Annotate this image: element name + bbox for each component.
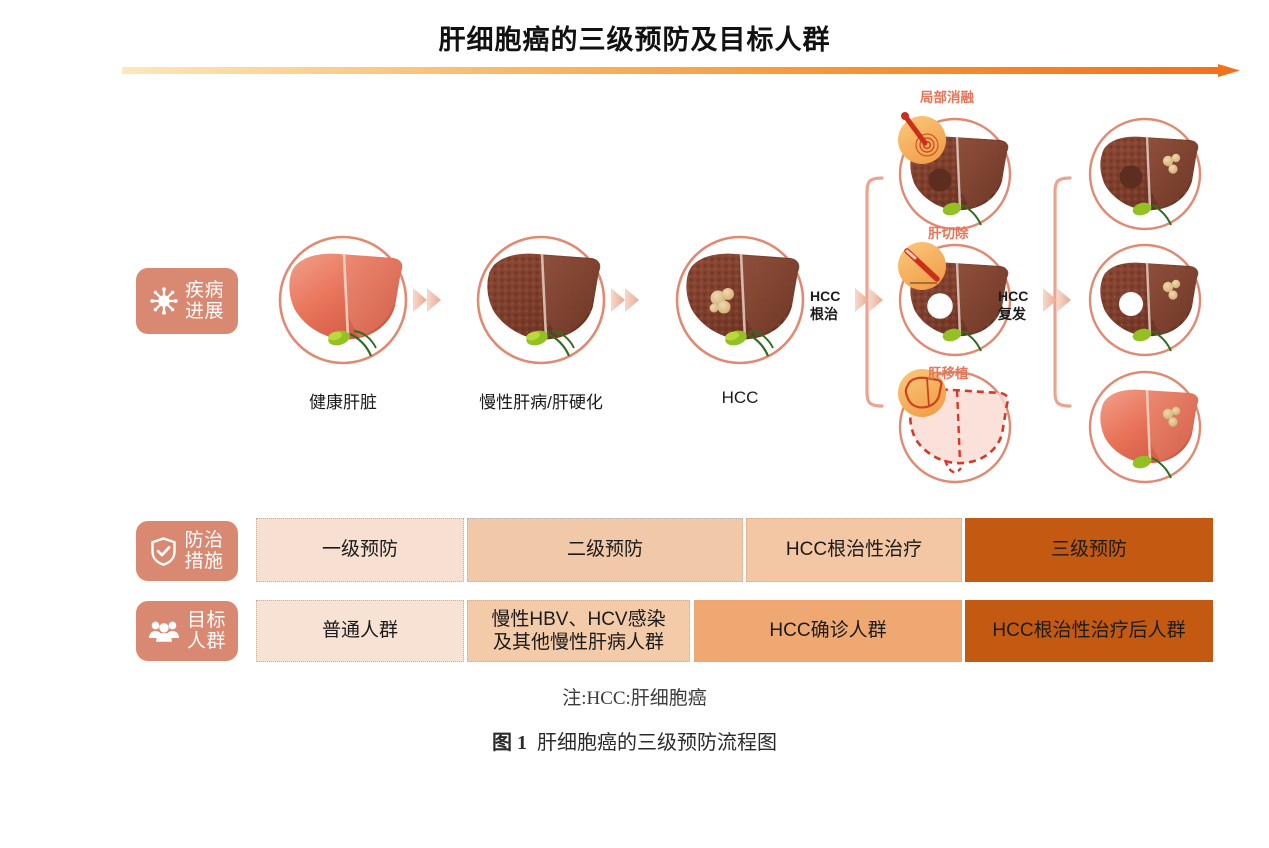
figure-note: 注:HCC:肝细胞癌 — [562, 688, 707, 709]
liver-outline-icon — [904, 376, 943, 409]
stage-hcc-liver — [675, 235, 805, 365]
recurrent-tumor-cluster — [1162, 279, 1181, 300]
outcome-post-resection-recurrence — [1088, 243, 1202, 357]
treatment-local-ablation — [898, 112, 1012, 231]
sidebar-item-target-population[interactable]: 目标 人群 — [136, 601, 238, 661]
ablation-needle-icon — [901, 112, 939, 157]
treatment-hepatectomy — [898, 242, 1012, 357]
bracket-recurrence — [1053, 176, 1072, 408]
measure-cell-hcc-curative-therapy[interactable]: HCC根治性治疗 — [746, 518, 962, 582]
stage-caption-chronic-liver-disease: 慢性肝病/肝硬化 — [479, 393, 603, 412]
treatment-label-local-ablation: 局部消融 — [920, 90, 974, 105]
chevron-arrow-curative — [855, 288, 883, 312]
shield-check-icon — [150, 536, 177, 566]
treatment-liver-transplant — [898, 369, 1012, 484]
sidebar-item-label: 疾病 进展 — [184, 279, 224, 322]
outcome-post-transplant-recurrence — [1088, 370, 1202, 484]
stage-caption-healthy-liver: 健康肝脏 — [309, 393, 377, 412]
people-group-icon — [148, 619, 180, 643]
tumor-cluster — [709, 288, 734, 314]
recurrent-tumor-cluster — [1162, 153, 1181, 174]
sidebar-item-label: 目标 人群 — [186, 609, 226, 652]
chevron-arrow-2 — [611, 288, 639, 312]
scalpel-icon — [904, 248, 940, 284]
disease-progression-illustration — [278, 112, 1202, 484]
page-title: 肝细胞癌的三级预防及目标人群 — [438, 25, 831, 55]
outcome-post-ablation-recurrence — [1088, 117, 1202, 231]
recurrent-tumor-cluster — [1162, 406, 1181, 427]
measure-cell-secondary-prevention[interactable]: 二级预防 — [467, 518, 743, 582]
population-cell-hcc-diagnosed[interactable]: HCC确诊人群 — [694, 600, 962, 662]
figure-number: 图 1 — [492, 732, 527, 754]
population-cell-chronic-infection[interactable]: 慢性HBV、HCV感染 及其他慢性肝病人群 — [467, 600, 690, 662]
stage-chronic-liver-disease — [476, 235, 606, 365]
measure-cell-tertiary-prevention[interactable]: 三级预防 — [965, 518, 1213, 582]
stage-healthy-liver — [278, 235, 408, 365]
population-cell-post-curative[interactable]: HCC根治性治疗后人群 — [965, 600, 1213, 662]
timeline-arrow — [122, 62, 1240, 80]
treatment-label-liver-transplant: 肝移植 — [928, 366, 969, 381]
figure-caption: 图 1 肝细胞癌的三级预防流程图 — [0, 726, 1269, 755]
population-cell-general[interactable]: 普通人群 — [256, 600, 464, 662]
transition-label-hcc-curative: HCC 根治 — [810, 288, 841, 322]
bracket-curative — [865, 176, 884, 408]
chevron-arrow-recurrence — [1043, 288, 1071, 312]
virus-icon — [150, 287, 178, 315]
treatment-label-hepatectomy: 肝切除 — [928, 226, 969, 241]
chevron-arrow-1 — [413, 288, 441, 312]
sidebar-item-disease-progression[interactable]: 疾病 进展 — [136, 268, 238, 334]
figure-title: 肝细胞癌的三级预防流程图 — [537, 732, 777, 754]
measure-cell-primary-prevention[interactable]: 一级预防 — [256, 518, 464, 582]
transition-label-hcc-recurrence: HCC 复发 — [998, 288, 1029, 322]
sidebar-item-prevention-measures[interactable]: 防治 措施 — [136, 521, 238, 581]
sidebar-item-label: 防治 措施 — [184, 529, 224, 572]
stage-caption-hcc-liver: HCC — [721, 388, 759, 407]
